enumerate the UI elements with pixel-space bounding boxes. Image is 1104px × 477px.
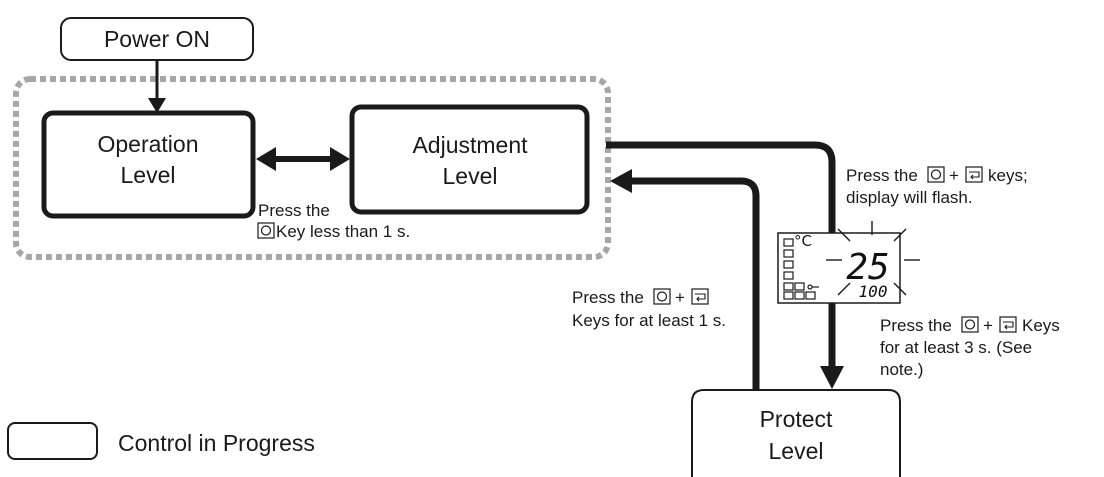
return-press-plus: + xyxy=(675,288,685,307)
mode-key-icon xyxy=(961,316,979,333)
flash-press-line2: display will flash. xyxy=(846,188,973,207)
adjustment-level-label-line1: Adjustment xyxy=(412,132,528,158)
adjustment-level-box[interactable]: Adjustment Level xyxy=(349,104,590,215)
operation-group-border xyxy=(13,76,611,260)
flash-rays xyxy=(826,221,920,296)
arrow-protect-to-adjustment xyxy=(628,177,760,410)
double-arrow-operation-adjustment xyxy=(256,147,350,171)
return-press-note: Press the + Keys for at least 1 s. xyxy=(572,288,726,330)
adjustment-level-label-line2: Level xyxy=(443,163,498,189)
mode-key-icon xyxy=(257,222,275,239)
power-on-box[interactable]: Power ON xyxy=(60,17,254,61)
mode-key-icon xyxy=(927,166,945,183)
short-press-line1: Press the xyxy=(258,201,330,220)
protect-level-box[interactable]: Protect Level xyxy=(691,389,901,477)
protect-press-line2: for at least 3 s. (See xyxy=(880,338,1032,357)
return-press-line2: Keys for at least 1 s. xyxy=(572,311,726,330)
protect-press-line3: note.) xyxy=(880,360,923,379)
flash-press-line1: Press the xyxy=(846,166,918,185)
level-key-icon xyxy=(999,316,1017,333)
controller-display: °C 25 100 xyxy=(777,221,920,304)
flash-press-note: Press the + keys; display will flash. xyxy=(846,166,1028,207)
short-press-note: Press the Key less than 1 s. xyxy=(257,201,410,241)
flash-press-plus: + xyxy=(949,166,959,185)
arrowhead-power-to-operation xyxy=(148,98,166,113)
return-press-line1: Press the xyxy=(572,288,644,307)
operation-level-box[interactable]: Operation Level xyxy=(41,110,256,219)
unit-label: °C xyxy=(794,232,812,250)
arrowhead-adjustment-to-protect xyxy=(820,366,844,389)
legend-label: Control in Progress xyxy=(118,430,315,456)
short-press-line2: Key less than 1 s. xyxy=(276,222,410,241)
protect-press-line1: Press the xyxy=(880,316,952,335)
power-on-label: Power ON xyxy=(104,26,210,52)
display-main-value: 25 xyxy=(846,247,889,288)
arrow-adjustment-to-protect xyxy=(606,141,836,370)
legend-swatch xyxy=(7,422,98,460)
key-icon xyxy=(807,284,819,290)
operation-level-label-line2: Level xyxy=(121,162,176,188)
protect-level-label-line2: Level xyxy=(769,438,824,464)
operation-level-label-line1: Operation xyxy=(97,131,198,157)
display-sub-value: 100 xyxy=(859,282,888,301)
arrowhead-protect-to-adjustment xyxy=(610,169,632,193)
flash-press-line1-end: keys; xyxy=(988,166,1028,185)
level-key-icon xyxy=(691,288,709,305)
protect-press-plus: + xyxy=(983,316,993,335)
legend: Control in Progress xyxy=(7,422,315,460)
protect-press-line1-end: Keys xyxy=(1022,316,1060,335)
protect-level-label-line1: Protect xyxy=(760,406,833,432)
mode-key-icon xyxy=(653,288,671,305)
protect-press-note: Press the + Keys for at least 3 s. (See … xyxy=(880,316,1060,379)
level-key-icon xyxy=(965,166,983,183)
